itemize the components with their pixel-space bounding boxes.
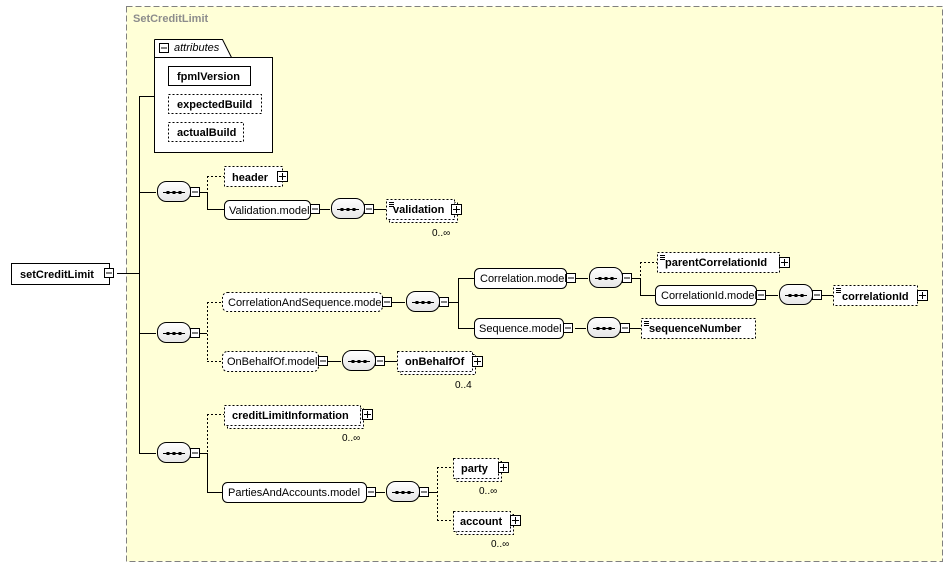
- attribute-fpmlVersion[interactable]: fpmlVersion: [168, 66, 251, 86]
- sequence-compositor-icon[interactable]: [331, 198, 374, 219]
- sequence-compositor-icon[interactable]: [779, 284, 822, 305]
- expand-icon[interactable]: [277, 171, 288, 182]
- attribute-actualBuild[interactable]: actualBuild: [168, 122, 244, 142]
- occurrence-creditLimitInformation: 0..∞: [342, 433, 360, 444]
- collapse-icon[interactable]: [366, 487, 376, 497]
- svg-text:correlationId: correlationId: [842, 291, 909, 303]
- svg-text:Correlation.model: Correlation.model: [480, 273, 567, 285]
- element-onBehalfOf[interactable]: onBehalfOf: [397, 351, 476, 375]
- svg-text:expectedBuild: expectedBuild: [177, 99, 252, 111]
- expand-icon[interactable]: [451, 204, 462, 215]
- element-correlationId[interactable]: correlationId: [833, 285, 918, 306]
- element-header[interactable]: header: [224, 166, 283, 187]
- svg-text:Sequence.model: Sequence.model: [479, 323, 562, 335]
- expand-icon[interactable]: [779, 257, 790, 268]
- svg-text:actualBuild: actualBuild: [177, 127, 236, 139]
- sequence-compositor-icon[interactable]: [157, 442, 200, 463]
- svg-text:Validation.model: Validation.model: [229, 205, 310, 217]
- svg-text:parentCorrelationId: parentCorrelationId: [665, 257, 767, 269]
- group-parties-and-accounts-model[interactable]: PartiesAndAccounts.model: [222, 482, 367, 503]
- sequence-compositor-icon[interactable]: [587, 317, 630, 338]
- occurrence-onBehalfOf: 0..4: [455, 380, 472, 391]
- expand-icon[interactable]: [510, 515, 521, 526]
- root-element-setCreditLimit[interactable]: setCreditLimit: [11, 263, 110, 285]
- complex-type-title: SetCreditLimit: [133, 13, 209, 25]
- collapse-icon[interactable]: [318, 356, 328, 366]
- occurrence-validation: 0..∞: [432, 228, 450, 239]
- sequence-compositor-icon[interactable]: [386, 481, 429, 502]
- svg-text:creditLimitInformation: creditLimitInformation: [232, 410, 349, 422]
- svg-text:party: party: [461, 463, 489, 475]
- connector-lines: [117, 96, 833, 521]
- expand-icon[interactable]: [498, 462, 509, 473]
- collapse-icon[interactable]: [382, 297, 392, 307]
- collapse-icon[interactable]: [566, 273, 576, 283]
- sequence-compositor-icon[interactable]: [406, 291, 449, 312]
- collapse-icon[interactable]: [310, 204, 320, 214]
- group-on-behalf-of-model[interactable]: OnBehalfOf.model: [222, 351, 319, 372]
- svg-text:setCreditLimit: setCreditLimit: [20, 269, 94, 281]
- collapse-icon[interactable]: [104, 268, 114, 278]
- element-party[interactable]: party: [453, 458, 502, 482]
- collapse-icon[interactable]: [756, 290, 766, 300]
- occurrence-party: 0..∞: [479, 486, 497, 497]
- svg-text:OnBehalfOf.model: OnBehalfOf.model: [227, 356, 318, 368]
- expand-icon[interactable]: [472, 356, 483, 367]
- attributes-collapse-icon[interactable]: [159, 43, 169, 53]
- svg-text:sequenceNumber: sequenceNumber: [649, 323, 742, 335]
- sequence-compositor-icon[interactable]: [157, 181, 200, 202]
- sequence-compositor-icon[interactable]: [342, 350, 385, 371]
- svg-text:header: header: [232, 172, 269, 184]
- group-correlation-and-sequence-model[interactable]: CorrelationAndSequence.model: [222, 292, 384, 312]
- attribute-expectedBuild[interactable]: expectedBuild: [168, 94, 262, 114]
- svg-text:validation: validation: [393, 204, 445, 216]
- collapse-icon[interactable]: [563, 323, 573, 333]
- group-correlation-model[interactable]: Correlation.model: [474, 268, 567, 289]
- sequence-compositor-icon[interactable]: [157, 322, 200, 343]
- svg-text:CorrelationId.model: CorrelationId.model: [661, 290, 757, 302]
- expand-icon[interactable]: [917, 290, 928, 301]
- svg-text:fpmlVersion: fpmlVersion: [177, 71, 240, 83]
- element-validation[interactable]: validation: [386, 199, 458, 223]
- sequence-compositor-icon[interactable]: [589, 267, 632, 288]
- svg-text:onBehalfOf: onBehalfOf: [405, 356, 465, 368]
- svg-text:CorrelationAndSequence.model: CorrelationAndSequence.model: [228, 297, 384, 309]
- group-validation-model[interactable]: Validation.model: [224, 200, 311, 220]
- element-creditLimitInformation[interactable]: creditLimitInformation: [224, 405, 364, 429]
- svg-text:PartiesAndAccounts.model: PartiesAndAccounts.model: [228, 487, 360, 499]
- element-parentCorrelationId[interactable]: parentCorrelationId: [657, 252, 780, 273]
- attributes-label: attributes: [174, 42, 220, 54]
- element-sequenceNumber[interactable]: sequenceNumber: [641, 318, 756, 339]
- expand-icon[interactable]: [362, 409, 373, 420]
- occurrence-account: 0..∞: [491, 539, 509, 550]
- group-correlation-id-model[interactable]: CorrelationId.model: [655, 285, 758, 306]
- group-sequence-model[interactable]: Sequence.model: [474, 318, 564, 339]
- svg-text:account: account: [460, 516, 503, 528]
- element-account[interactable]: account: [453, 511, 514, 535]
